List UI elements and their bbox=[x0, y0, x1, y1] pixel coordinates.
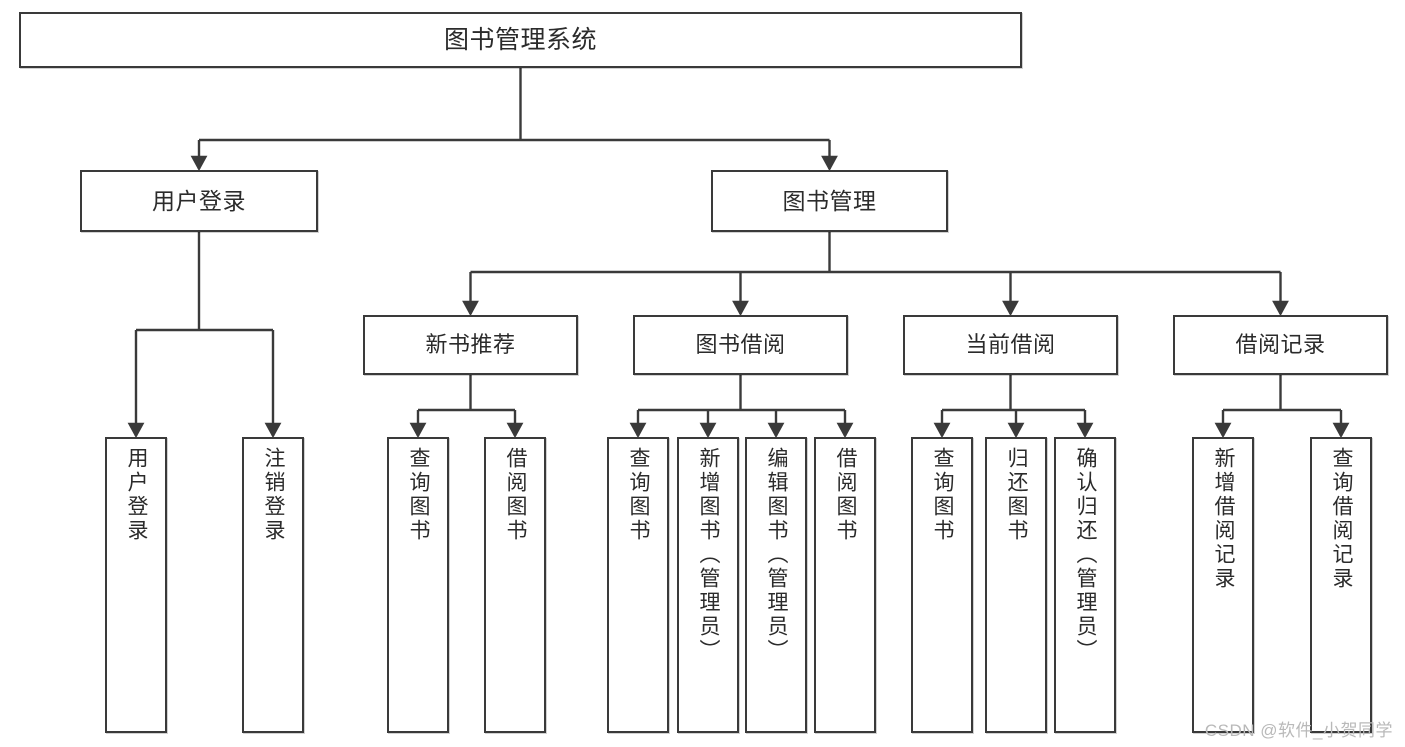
node-label: 查询借阅记录 bbox=[1330, 447, 1354, 591]
node-label: 确认归还（管理员） bbox=[1074, 447, 1098, 663]
leaf-borrow-query-book[interactable]: 查询图书 bbox=[607, 437, 669, 733]
node-label: 新增图书（管理员） bbox=[697, 447, 721, 663]
node-book-borrow[interactable]: 图书借阅 bbox=[633, 315, 848, 375]
node-label: 图书管理 bbox=[782, 187, 877, 214]
leaf-current-return-book[interactable]: 归还图书 bbox=[985, 437, 1047, 733]
node-label: 新增借阅记录 bbox=[1212, 447, 1236, 591]
leaf-user-login[interactable]: 用户登录 bbox=[105, 437, 167, 733]
node-label: 查询图书 bbox=[407, 447, 431, 543]
node-label: 图书借阅 bbox=[695, 331, 786, 357]
connector-lines bbox=[127, 68, 1350, 439]
leaf-user-logout[interactable]: 注销登录 bbox=[242, 437, 304, 733]
leaf-current-query-book[interactable]: 查询图书 bbox=[911, 437, 973, 733]
node-root[interactable]: 图书管理系统 bbox=[19, 12, 1022, 68]
node-label: 用户登录 bbox=[152, 187, 246, 214]
leaf-recommend-borrow-book[interactable]: 借阅图书 bbox=[484, 437, 546, 733]
node-label: 借阅记录 bbox=[1235, 331, 1326, 357]
node-user-login[interactable]: 用户登录 bbox=[80, 170, 318, 232]
leaf-recommend-query-book[interactable]: 查询图书 bbox=[387, 437, 449, 733]
node-book-manage[interactable]: 图书管理 bbox=[711, 170, 948, 232]
node-current-borrow[interactable]: 当前借阅 bbox=[903, 315, 1118, 375]
leaf-borrow-borrow-book[interactable]: 借阅图书 bbox=[814, 437, 876, 733]
leaf-borrow-edit-book-admin[interactable]: 编辑图书（管理员） bbox=[745, 437, 807, 733]
node-label: 借阅图书 bbox=[834, 447, 858, 543]
node-label: 图书管理系统 bbox=[443, 25, 597, 54]
leaf-borrow-add-book-admin[interactable]: 新增图书（管理员） bbox=[677, 437, 739, 733]
node-new-book-recommend[interactable]: 新书推荐 bbox=[363, 315, 578, 375]
leaf-current-confirm-return-admin[interactable]: 确认归还（管理员） bbox=[1054, 437, 1116, 733]
node-borrow-record[interactable]: 借阅记录 bbox=[1173, 315, 1388, 375]
node-label: 查询图书 bbox=[931, 447, 955, 543]
leaf-record-add-borrow-record[interactable]: 新增借阅记录 bbox=[1192, 437, 1254, 733]
node-label: 编辑图书（管理员） bbox=[765, 447, 789, 663]
node-label: 借阅图书 bbox=[504, 447, 528, 543]
node-label: 新书推荐 bbox=[425, 331, 516, 357]
node-label: 当前借阅 bbox=[965, 331, 1056, 357]
node-label: 归还图书 bbox=[1005, 447, 1029, 543]
csdn-watermark: CSDN @软件_小贺同学 bbox=[1204, 721, 1393, 740]
node-label: 用户登录 bbox=[125, 447, 149, 543]
node-label: 注销登录 bbox=[262, 447, 286, 543]
leaf-record-query-borrow-record[interactable]: 查询借阅记录 bbox=[1310, 437, 1372, 733]
node-label: 查询图书 bbox=[627, 447, 651, 543]
